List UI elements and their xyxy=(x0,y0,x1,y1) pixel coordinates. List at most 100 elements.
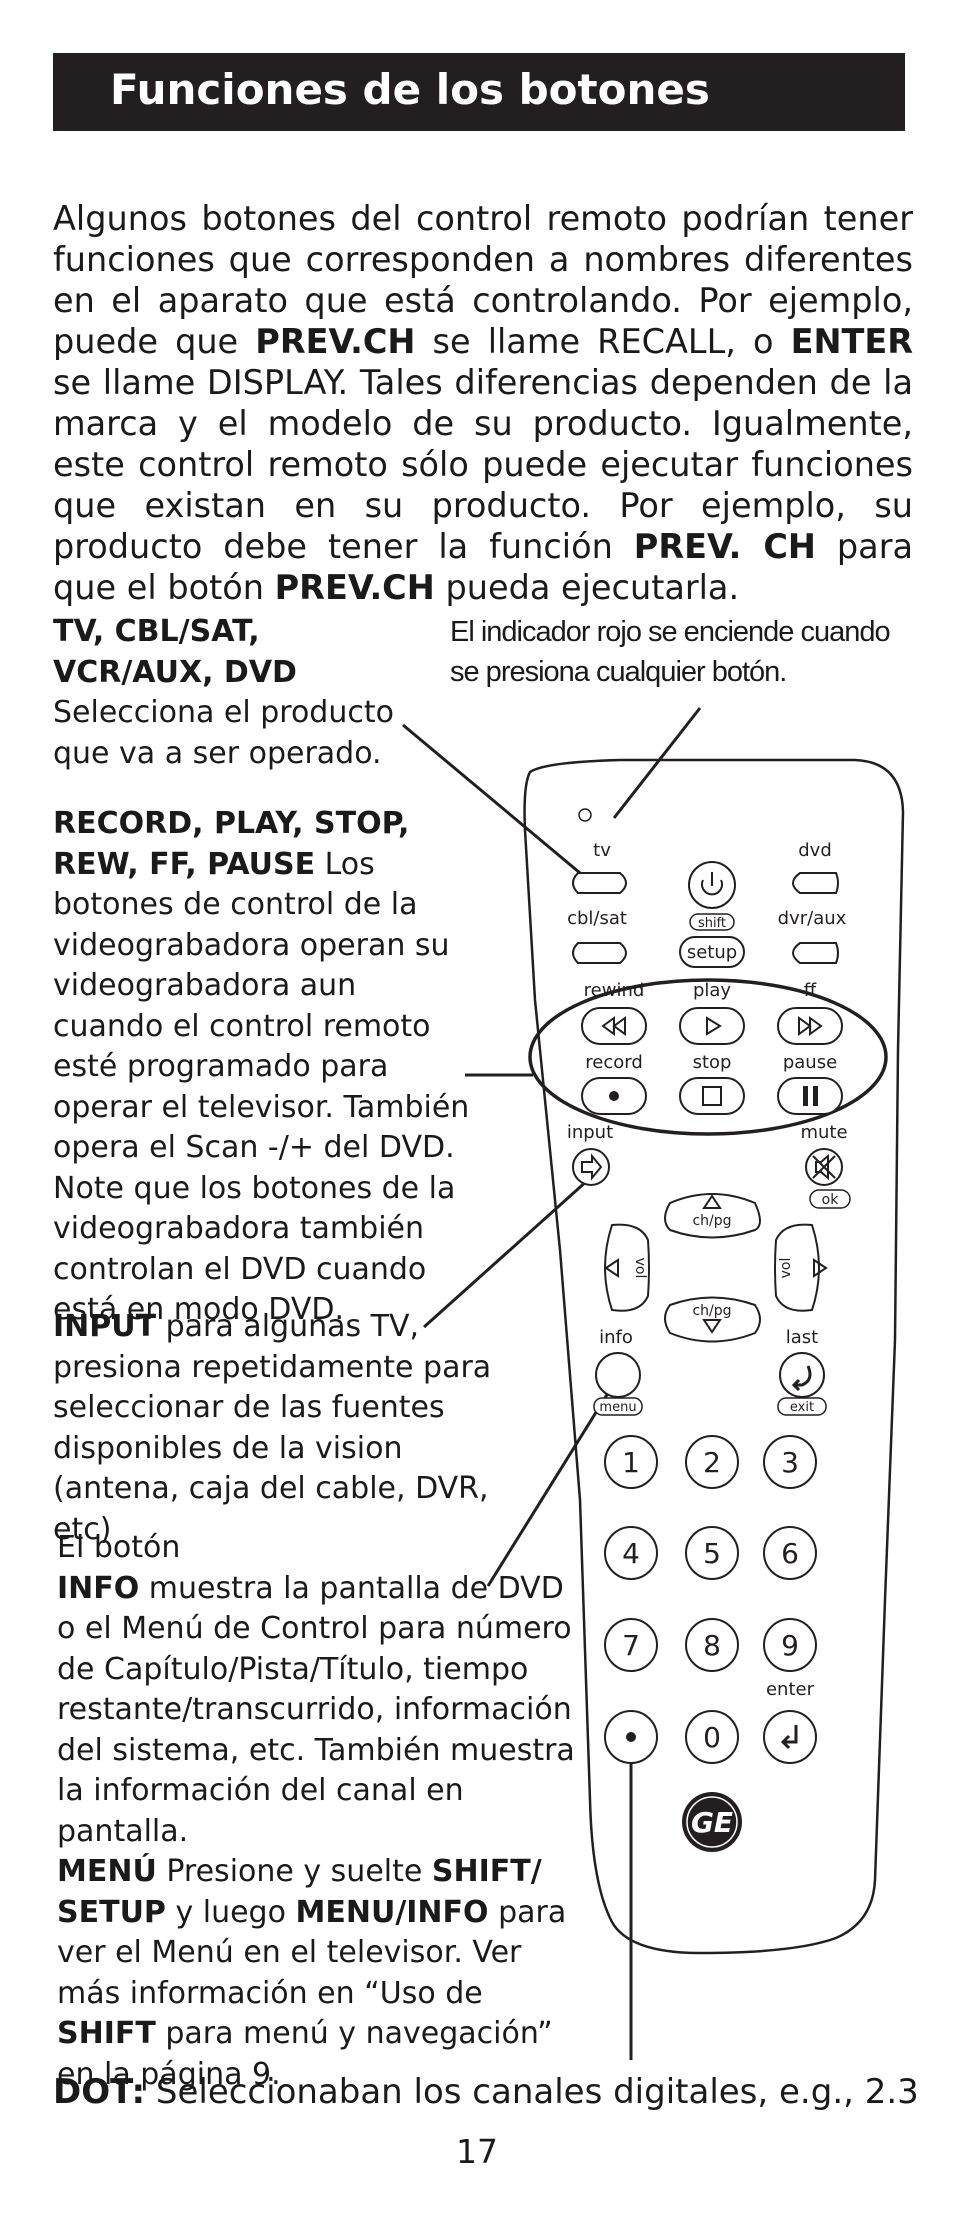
menu-text-1: Presione y suelte xyxy=(156,1854,432,1889)
tv-button[interactable] xyxy=(572,872,627,894)
key-8-button[interactable] xyxy=(685,1618,739,1672)
vol-left-icon xyxy=(604,1258,619,1278)
label-mute: mute xyxy=(800,1122,847,1143)
label-vol-right: vol xyxy=(778,1258,794,1279)
menu-title: MENÚ xyxy=(57,1854,157,1889)
intro-text-1: Algunos botones del control remoto podrí… xyxy=(53,199,913,361)
info-intro: El botón xyxy=(57,1530,181,1565)
info-title: INFO xyxy=(57,1570,140,1606)
devices-text: Selecciona el producto que va a ser oper… xyxy=(53,695,394,771)
key-7-button[interactable] xyxy=(604,1618,658,1672)
label-vol-left: vol xyxy=(632,1258,648,1279)
intro-text-4: para que el botón xyxy=(53,527,914,607)
key-0-label: 0 xyxy=(703,1721,721,1754)
play-button[interactable] xyxy=(679,1007,745,1045)
intro-text-2: se llame RECALL, o xyxy=(415,322,791,361)
label-ok: ok xyxy=(822,1192,840,1208)
vol-left-button[interactable] xyxy=(604,1223,650,1312)
indicator-leader-line xyxy=(612,707,702,819)
menu-bold-3: SHIFT xyxy=(57,2016,156,2051)
input-title: INPUT xyxy=(53,1309,157,1344)
dot-note-text: Seleccionaban los canales digitales, e.g… xyxy=(145,2072,919,2112)
intro-text-3: se llame DISPLAY. Tales diferencias depe… xyxy=(53,363,913,566)
menu-bold-2: MENU/INFO xyxy=(295,1894,489,1930)
intro-bold-2: ENTER xyxy=(790,322,914,361)
input-button[interactable] xyxy=(572,1148,610,1186)
info-text: muestra la pantalla de DVD o el Menú de … xyxy=(57,1570,575,1849)
input-leader-line xyxy=(422,1178,590,1329)
key-6-button[interactable] xyxy=(763,1526,817,1580)
label-pause: pause xyxy=(783,1052,837,1073)
dvd-button[interactable] xyxy=(792,872,839,894)
rewind-icon xyxy=(601,1016,626,1036)
label-info: info xyxy=(599,1327,633,1348)
label-chpg-up: ch/pg xyxy=(692,1213,731,1229)
cblsat-button[interactable] xyxy=(572,942,627,964)
pause-button[interactable] xyxy=(777,1077,843,1115)
record-icon xyxy=(609,1091,619,1101)
key-3-button[interactable] xyxy=(763,1435,817,1489)
key-2-label: 2 xyxy=(703,1446,721,1479)
input-icon xyxy=(581,1153,603,1181)
key-4-label: 4 xyxy=(622,1537,640,1570)
label-ff: ff xyxy=(804,980,817,1001)
ch-up-icon xyxy=(702,1194,722,1209)
menu-bold-1: SHIFT/ SETUP xyxy=(57,1854,542,1930)
intro-text-5: pueda ejecutarla. xyxy=(434,568,740,607)
label-stop: stop xyxy=(693,1052,732,1073)
intro-paragraph: Algunos botones del control remoto podrí… xyxy=(53,198,913,608)
play-icon xyxy=(706,1016,722,1036)
input-text: para algunas TV, presiona repetidamente … xyxy=(53,1309,492,1547)
key-2-button[interactable] xyxy=(685,1435,739,1489)
label-play: play xyxy=(693,980,731,1001)
devices-title-1: TV, CBL/SAT, xyxy=(53,614,260,649)
key-9-label: 9 xyxy=(781,1629,799,1662)
label-tv: tv xyxy=(593,840,611,861)
devices-callout: TV, CBL/SAT, VCR/AUX, DVD Selecciona el … xyxy=(53,612,423,774)
key-3-label: 3 xyxy=(781,1446,799,1479)
dvraux-button[interactable] xyxy=(792,942,839,964)
label-record: record xyxy=(585,1052,643,1073)
input-callout: INPUT para algunas TV, presiona repetida… xyxy=(53,1307,513,1550)
intro-bold-3: PREV. CH xyxy=(633,527,816,566)
dot-icon xyxy=(626,1732,636,1742)
setup-button[interactable] xyxy=(679,936,745,968)
vol-right-icon xyxy=(813,1258,828,1278)
ch-down-icon xyxy=(702,1319,722,1334)
ge-logo xyxy=(682,1792,742,1852)
label-menu: menu xyxy=(599,1400,636,1415)
label-enter: enter xyxy=(766,1679,815,1700)
key-1-button[interactable] xyxy=(604,1435,658,1489)
menu-badge xyxy=(593,1397,643,1416)
last-button[interactable] xyxy=(779,1352,825,1398)
label-dvraux: dvr/aux xyxy=(778,908,847,929)
ok-badge xyxy=(809,1189,851,1209)
key-0-button[interactable] xyxy=(685,1710,739,1764)
label-last: last xyxy=(786,1327,818,1348)
key-5-button[interactable] xyxy=(685,1526,739,1580)
label-exit: exit xyxy=(790,1400,814,1415)
stop-button[interactable] xyxy=(679,1077,745,1115)
key-8-label: 8 xyxy=(703,1629,721,1662)
mute-icon xyxy=(812,1153,836,1181)
indicator-note: El indicador rojo se enciende cuando se … xyxy=(450,616,891,688)
intro-bold-1: PREV.CH xyxy=(255,322,416,361)
label-chpg-down: ch/pg xyxy=(692,1303,731,1319)
power-icon xyxy=(701,872,723,896)
info-button[interactable] xyxy=(595,1352,641,1398)
devices-title-2: VCR/AUX, DVD xyxy=(53,654,297,690)
label-dvd: dvd xyxy=(798,840,832,861)
key-9-button[interactable] xyxy=(763,1618,817,1672)
label-setup: setup xyxy=(687,942,737,963)
menu-text-4: para menú y navegación” en la página 9. xyxy=(57,2016,553,2092)
key-4-button[interactable] xyxy=(604,1526,658,1580)
ch-up-button[interactable] xyxy=(664,1193,761,1239)
enter-icon xyxy=(780,1725,798,1750)
stop-icon xyxy=(702,1086,722,1106)
section-header: Funciones de los botones xyxy=(53,53,905,131)
last-icon xyxy=(791,1365,812,1392)
key-7-label: 7 xyxy=(622,1629,640,1662)
vol-right-button[interactable] xyxy=(774,1223,820,1312)
menu-text-2: y luego xyxy=(165,1894,296,1930)
